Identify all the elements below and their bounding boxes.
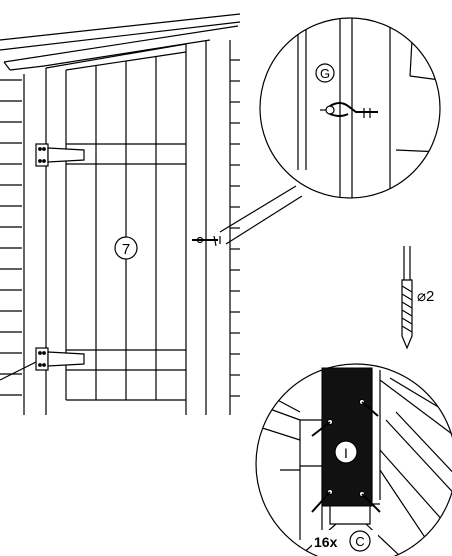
post-part-label: I [344, 445, 348, 461]
hinge-icon [35, 347, 85, 371]
right-wall-siding [230, 59, 240, 397]
hinge-icon [35, 143, 85, 167]
screw-icon [311, 419, 333, 437]
detail-circle-post: I 16x C [255, 363, 452, 556]
screw-part-label: C [355, 534, 364, 549]
drill-bit-icon [401, 246, 413, 350]
detail-leader-bottom [225, 195, 303, 245]
detail-circle-hook: G [259, 17, 441, 199]
roof-eave [0, 13, 241, 71]
screw-icon [359, 491, 381, 513]
left-wall-siding [0, 79, 22, 396]
hook-part-label: G [320, 66, 330, 81]
screw-quantity-label: 16x [314, 534, 338, 550]
post-part-callout [334, 440, 358, 464]
drill-size-label: ⌀2 [417, 288, 434, 305]
leader-line [0, 361, 37, 381]
hook-part-callout [315, 63, 335, 83]
detail-leader-top [219, 185, 297, 233]
screw-icon [311, 489, 333, 513]
screw-icon [359, 399, 379, 417]
hook-eye-icon [320, 102, 378, 118]
door-part-label: 7 [122, 241, 130, 258]
hook-eye-icon [192, 235, 221, 247]
door-part-callout [114, 236, 138, 260]
post-part [321, 367, 373, 507]
door-panel: 7 [65, 51, 187, 401]
screw-part-callout [349, 530, 371, 552]
